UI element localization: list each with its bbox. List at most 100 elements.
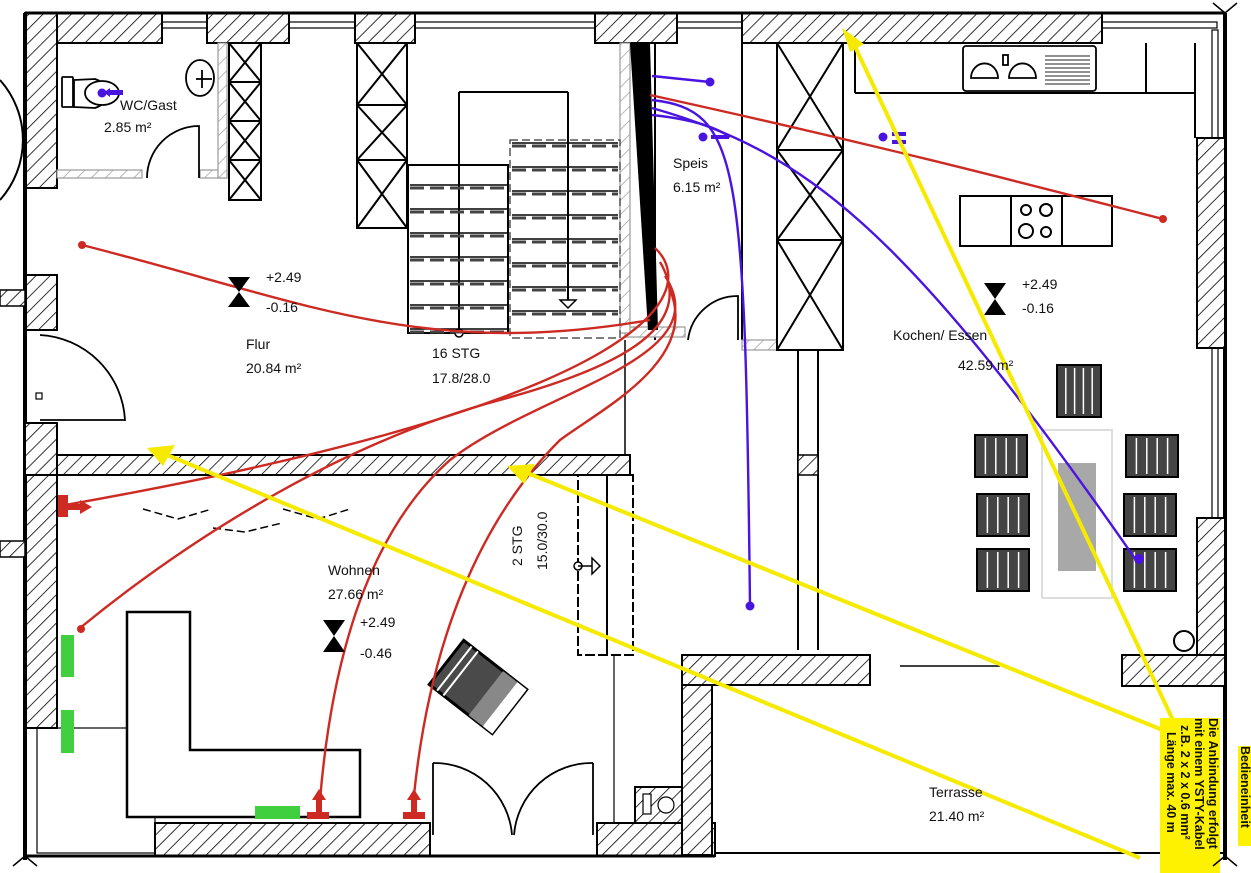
- chair-head: [1056, 364, 1102, 418]
- blue-cable-wc: [651, 98, 752, 607]
- green-marker-3: [255, 806, 300, 819]
- stair-labels: 16 STG 17.8/28.0 2 STG 15.0/30.0: [432, 345, 550, 570]
- level-icon-flur: [228, 277, 250, 307]
- armchair: [427, 638, 529, 736]
- room-area-wohnen: 27.66 m²: [328, 586, 384, 602]
- wall-left-stub2: [0, 540, 26, 558]
- level-icon-wohnen: [323, 620, 345, 652]
- door-entrance: [39, 334, 126, 421]
- level-labels: +2.49 -0.16 +2.49 -0.16 +2.49 -0.46: [266, 269, 1058, 661]
- wall-right-1: [1196, 137, 1226, 349]
- doors: [0, 79, 1000, 836]
- blue-cable-speis: [651, 74, 711, 84]
- cable-note-line-2: mit einem YSTY-Kabel: [1192, 718, 1206, 850]
- green-marker-1: [61, 635, 74, 677]
- yellow-arrowheads: [147, 28, 864, 484]
- door-wc: [146, 125, 200, 179]
- blue-cables: [651, 74, 1137, 607]
- corner-markers: [12, 2, 1238, 867]
- stair-main-steps: 16 STG: [432, 345, 480, 361]
- utility-circle: [657, 796, 675, 814]
- stair-treads: [410, 142, 618, 334]
- shaft-stair: [356, 42, 408, 229]
- cable-note-line-3: z.B. 2 x 2 x 0.6 mm²: [1178, 725, 1192, 840]
- wall-right-3: [1121, 654, 1226, 687]
- room-name-wohnen: Wohnen: [328, 562, 380, 578]
- wall-right-window2: [1211, 347, 1219, 519]
- window-top-2: [288, 21, 356, 29]
- chair-right-1: [1125, 434, 1179, 478]
- wall-stair-grey: [619, 42, 631, 334]
- room-name-wc: WC/Gast: [120, 97, 177, 113]
- wall-top-2: [206, 12, 290, 44]
- wall-top-4: [594, 12, 678, 44]
- stair-main-ratio: 17.8/28.0: [432, 370, 491, 386]
- yellow-line-top: [848, 35, 1182, 736]
- level-flur-lower: -0.16: [266, 299, 298, 315]
- wall-top-3: [354, 12, 416, 44]
- sofa: [125, 610, 362, 819]
- wall-left-stub: [0, 289, 26, 307]
- room-name-kochen: Kochen/ Essen: [893, 327, 987, 343]
- room-area-speis: 6.15 m²: [673, 179, 721, 195]
- door-speis: [687, 295, 739, 341]
- room-area-terrasse: 21.40 m²: [929, 808, 985, 824]
- room-area-kochen: 42.59 m²: [958, 357, 1014, 373]
- wall-wc-right: [217, 42, 228, 179]
- room-labels: WC/Gast 2.85 m² Flur 20.84 m² Speis 6.15…: [104, 97, 1014, 824]
- red-cable-flur: [649, 93, 1164, 221]
- level-markers: [228, 277, 1006, 652]
- control-unit-bg: [1238, 746, 1251, 846]
- red-cable-4: [412, 289, 677, 796]
- wall-right-window: [1211, 29, 1219, 139]
- stair-small-steps: 2 STG: [509, 526, 525, 566]
- shaft-wc: [228, 42, 262, 201]
- walls: [0, 11, 1227, 860]
- level-flur-upper: +2.49: [266, 269, 302, 285]
- wall-left-upper: [24, 12, 58, 189]
- cable-note-line-1: Die Anbindung erfolgt: [1206, 718, 1220, 850]
- wall-speis-bottom: [741, 339, 778, 351]
- level-wohnen-upper: +2.49: [360, 614, 396, 630]
- level-icon-kochen: [984, 283, 1006, 315]
- stair-small-ratio: 15.0/30.0: [534, 511, 550, 570]
- wash-basin: [185, 59, 215, 97]
- control-unit-note: Bedieneinheit: [1238, 746, 1251, 846]
- door-terrace-right: [513, 762, 594, 836]
- wall-wc-bottom-left: [56, 169, 143, 179]
- cable-note: Die Anbindung erfolgt mit einem YSTY-Kab…: [1160, 718, 1220, 873]
- sink-drainboard: [1045, 55, 1090, 85]
- room-name-speis: Speis: [673, 155, 708, 171]
- room-area-flur: 20.84 m²: [246, 360, 302, 376]
- cooktop-island: [959, 195, 1113, 247]
- column-small: [797, 454, 819, 476]
- yellow-line-mid: [519, 468, 1176, 737]
- level-kochen-lower: -0.16: [1022, 300, 1054, 316]
- wall-terrace-left: [681, 654, 713, 856]
- wall-left-joint: [24, 422, 58, 476]
- cable-note-bg: [1160, 718, 1220, 873]
- red-endpoints: [58, 215, 1167, 819]
- red-cable-3: [318, 275, 677, 801]
- ceiling-lights: [142, 508, 351, 533]
- wall-bottom-1: [154, 822, 431, 857]
- green-markers: [61, 635, 300, 819]
- level-kochen-upper: +2.49: [1022, 276, 1058, 292]
- blue-cable-mid: [651, 113, 731, 138]
- window-top-4: [676, 21, 743, 29]
- shaft-kitchen: [776, 42, 844, 650]
- red-cable-flur-left: [81, 243, 651, 335]
- red-cables: [64, 93, 1164, 801]
- stair-wedge: [630, 43, 658, 330]
- door-outer-arc: [0, 79, 24, 201]
- yellow-connectors: [159, 35, 1182, 860]
- level-wohnen-lower: -0.46: [360, 645, 392, 661]
- door-sill: [35, 392, 43, 400]
- chair-left-3: [976, 548, 1030, 592]
- utility-box-inner: [642, 793, 652, 815]
- control-unit-label: Bedieneinheit: [1238, 746, 1251, 829]
- wall-top-1: [56, 12, 163, 44]
- wall-left-mid: [24, 274, 58, 331]
- yellow-line-flur: [159, 450, 1141, 860]
